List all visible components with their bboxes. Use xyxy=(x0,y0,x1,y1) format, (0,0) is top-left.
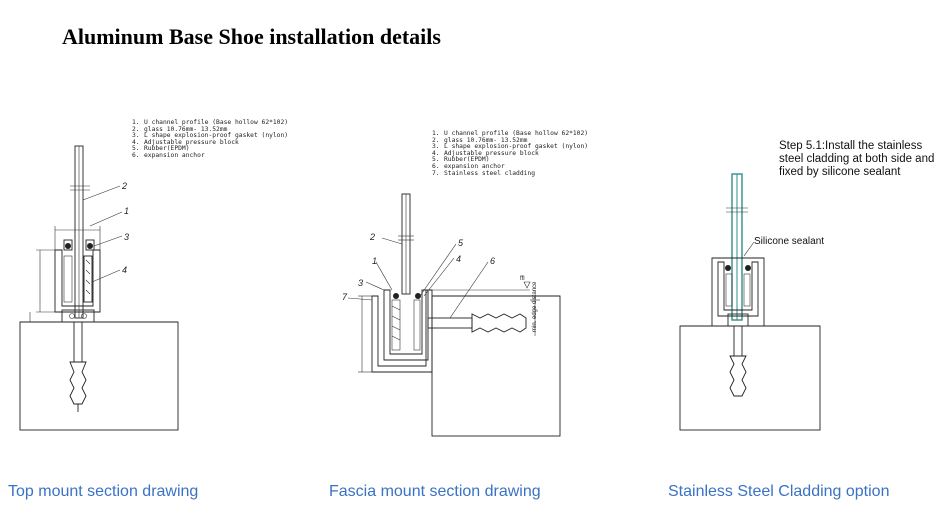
callout-label: 4 xyxy=(456,254,461,264)
ffl-label: ffl xyxy=(520,276,525,282)
list-item: 4.Adjustable pressure block xyxy=(132,138,239,146)
cladding-option-drawing xyxy=(679,173,821,431)
list-item: 5.Rubber(EPDM) xyxy=(132,145,190,153)
silicone-sealant-label: Silicone sealant xyxy=(754,236,825,247)
fascia-mount-drawing: ffl min. edge distance 2 5 1 4 6 3 7 xyxy=(342,193,561,437)
u-channel-profile xyxy=(717,261,759,317)
list-item: 2.glass 10.76mm- 13.52mm xyxy=(132,125,228,133)
list-item: 1.U channel profile (Base hollow 62*102) xyxy=(132,119,289,126)
gasket xyxy=(65,243,71,249)
step-note: Step 5.1:Install the stainless steel cla… xyxy=(779,140,935,178)
callout-label: 3 xyxy=(358,278,363,288)
expansion-anchor xyxy=(427,317,473,329)
list-item: 3.L shape explosion-proof gasket (nylon) xyxy=(132,132,289,140)
callout-label: 3 xyxy=(124,232,129,242)
list-item: 2.glass 10.76mm- 13.52mm xyxy=(432,136,528,144)
top-mount-parts-list: 1.U channel profile (Base hollow 62*102)… xyxy=(132,119,289,160)
page-title: Aluminum Base Shoe installation details xyxy=(62,24,441,49)
expansion-anchor xyxy=(73,321,83,363)
fascia-mount-parts-list: 1.U channel profile (Base hollow 62*102)… xyxy=(432,130,589,177)
top-mount-drawing: 2 1 3 4 xyxy=(19,145,179,431)
callout-label: 5 xyxy=(458,238,464,248)
u-channel-profile xyxy=(383,289,429,361)
u-channel-profile xyxy=(54,249,101,313)
stainless-cladding xyxy=(711,257,765,327)
expansion-anchor xyxy=(733,325,743,357)
top-mount-caption: Top mount section drawing xyxy=(8,483,199,500)
cladding-option-caption: Stainless Steel Cladding option xyxy=(668,483,890,500)
callout-label: 6 xyxy=(490,256,495,266)
list-item: 6.expansion anchor xyxy=(432,162,505,170)
callout-label: 4 xyxy=(122,265,127,275)
list-item: 6.expansion anchor xyxy=(132,151,205,159)
callout-label: 1 xyxy=(124,206,129,216)
concrete-slab xyxy=(19,321,179,431)
callout-label: 7 xyxy=(342,292,348,302)
pressure-block xyxy=(83,255,93,303)
callout-label: 2 xyxy=(369,232,375,242)
callout-label: 2 xyxy=(121,181,127,191)
list-item: 3.L shape explosion-proof gasket (nylon) xyxy=(432,143,589,151)
concrete-slab xyxy=(431,295,561,437)
list-item: 1.U channel profile (Base hollow 62*102) xyxy=(432,130,589,137)
fascia-mount-caption: Fascia mount section drawing xyxy=(329,483,541,500)
list-item: 7.Stainless steel cladding xyxy=(432,169,535,177)
list-item: 5.Rubber(EPDM) xyxy=(432,156,490,164)
concrete-slab xyxy=(679,325,821,431)
list-item: 4.Adjustable pressure block xyxy=(432,149,539,157)
callout-label: 1 xyxy=(372,256,377,266)
